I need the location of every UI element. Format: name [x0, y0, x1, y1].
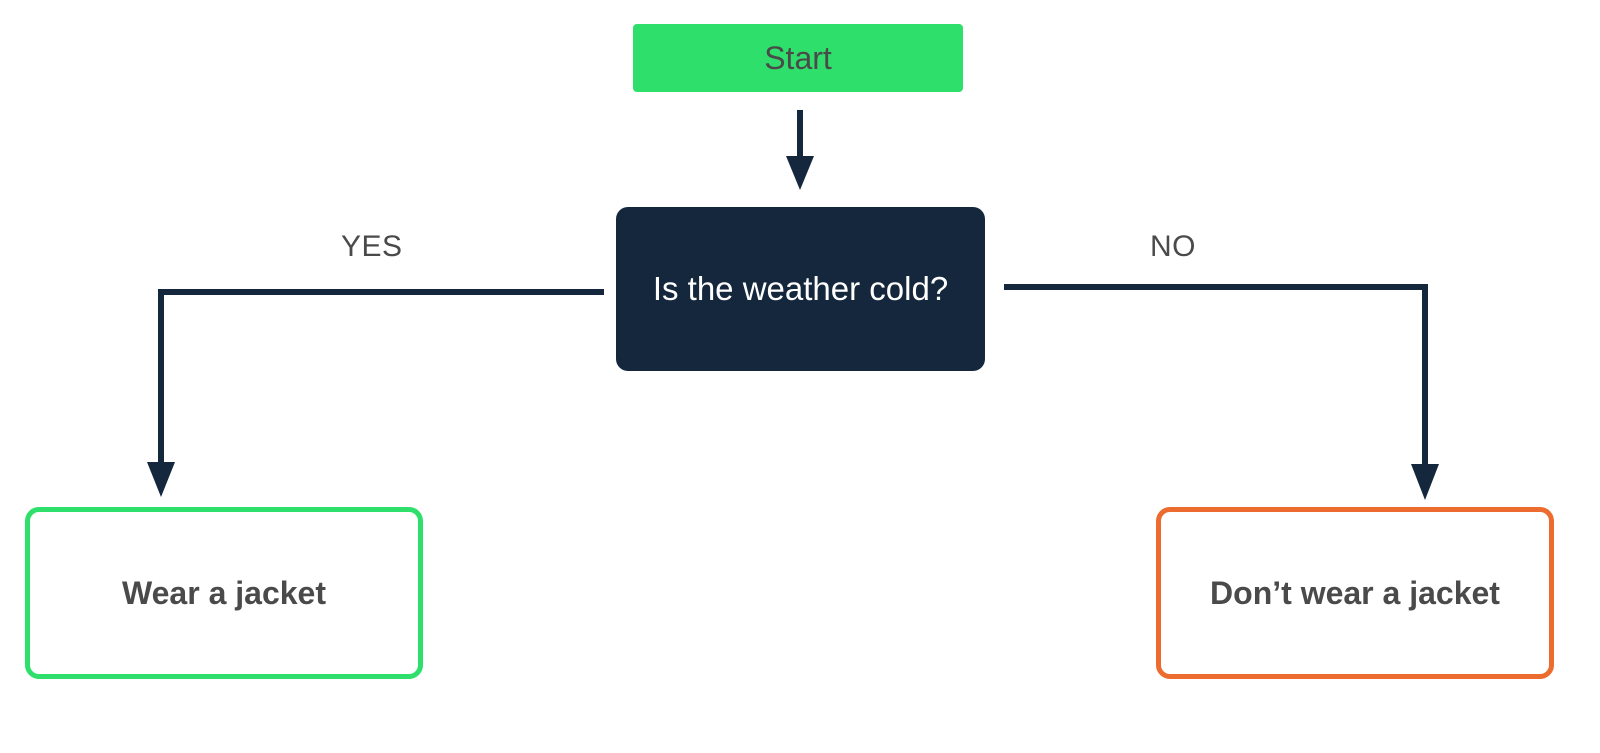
no-branch-arrow: [1004, 284, 1439, 500]
no-outcome-node: Don’t wear a jacket: [1156, 507, 1554, 679]
decision-question: Is the weather cold?: [652, 270, 949, 307]
no-outcome-label: Don’t wear a jacket: [1210, 574, 1500, 611]
yes-branch-arrow: [147, 289, 604, 497]
start-to-decision-arrow: [786, 110, 814, 190]
decision-node: Is the weather cold?: [616, 207, 985, 371]
yes-outcome-label: Wear a jacket: [122, 574, 326, 611]
start-node: Start: [633, 24, 963, 92]
yes-outcome-node: Wear a jacket: [25, 507, 423, 679]
no-branch-label: NO: [1150, 230, 1196, 263]
yes-branch-label: YES: [341, 230, 403, 263]
start-label: Start: [764, 39, 832, 76]
